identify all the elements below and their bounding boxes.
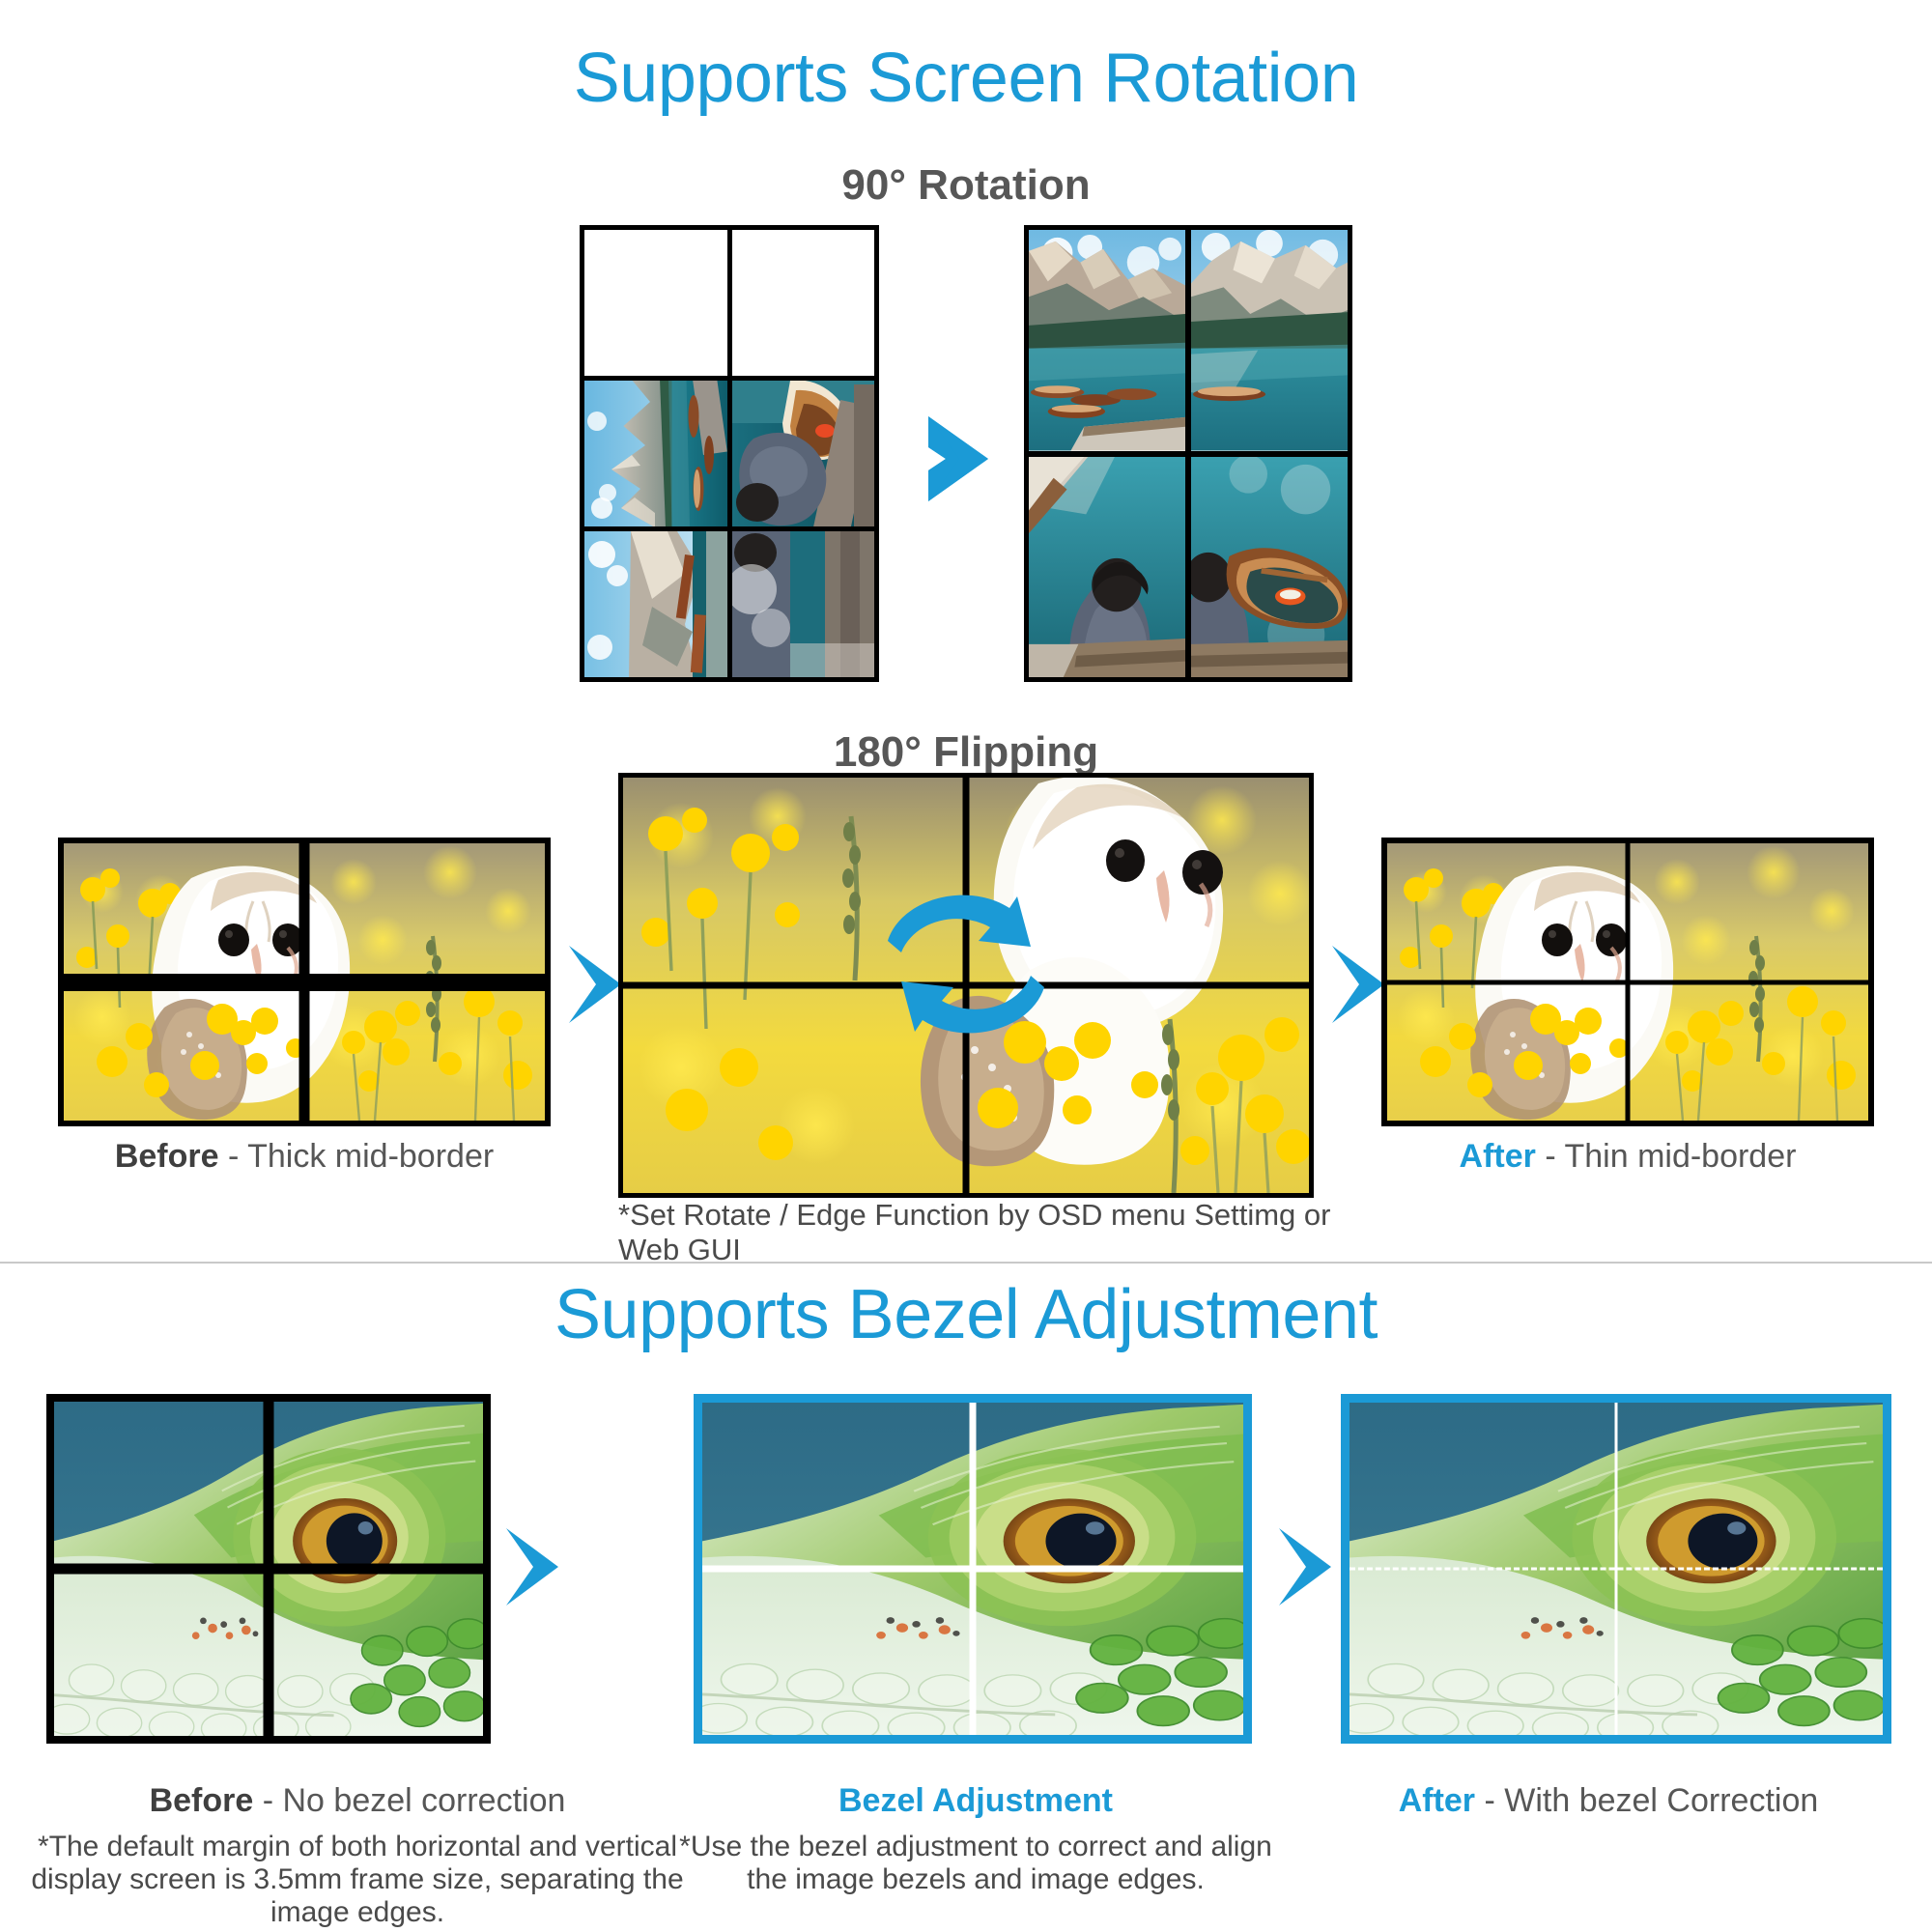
- chevron-right-icon: [928, 416, 988, 501]
- chevron-right-icon: [506, 1528, 558, 1605]
- caption-after-detail: - With bezel Correction: [1475, 1782, 1819, 1819]
- bezel-line-horizontal: [1387, 980, 1868, 984]
- wall-cell: [731, 531, 874, 677]
- bezel-line-horizontal: [702, 1565, 1243, 1573]
- caption-bezel-adjust: Bezel Adjustment: [667, 1782, 1285, 1819]
- arrow-bezel-1: [500, 1524, 593, 1614]
- bezel-line-horizontal: [54, 1563, 483, 1575]
- video-wall-lizard-before: [46, 1394, 491, 1744]
- wall-cell: [731, 230, 874, 376]
- footnote-osd-setting: *Set Rotate / Edge Function by OSD menu …: [618, 1198, 1331, 1266]
- arrow-bezel-2: [1273, 1524, 1366, 1614]
- caption-after-label: After: [1398, 1782, 1476, 1819]
- caption-after-detail: - Thin mid-border: [1535, 1138, 1797, 1175]
- page-title-bezel-adjustment: Supports Bezel Adjustment: [554, 1276, 1378, 1353]
- wall-cell: [584, 531, 727, 677]
- bezel-line-horizontal: [623, 981, 1309, 989]
- chevron-right-icon: [1279, 1528, 1331, 1605]
- arrow-flip-1: [563, 942, 656, 1032]
- note-bezel-adjust: *Use the bezel adjustment to correct and…: [679, 1831, 1272, 1896]
- wall-cell: [1029, 456, 1185, 677]
- bezel-line-horizontal: [64, 973, 545, 991]
- video-wall-lizard-after: [1341, 1394, 1891, 1744]
- wall-cell: [1191, 456, 1348, 677]
- caption-before-detail: - Thick mid-border: [218, 1138, 495, 1175]
- caption-before-label: Before: [114, 1138, 219, 1175]
- caption-owl-before: Before - Thick mid-border: [58, 1138, 551, 1175]
- wall-cell: [584, 381, 727, 526]
- lake-photo-tile: [1191, 230, 1348, 451]
- lake-photo-tile: [1029, 230, 1185, 451]
- bezel-line-horizontal-dashed: [1350, 1567, 1883, 1571]
- caption-before-detail: - No bezel correction: [253, 1782, 566, 1819]
- chevron-right-icon: [569, 946, 621, 1023]
- wall-cell: [1191, 230, 1348, 451]
- video-wall-90-before: [580, 225, 879, 682]
- lake-photo-tile: [1191, 456, 1348, 677]
- caption-before-label: Before: [149, 1782, 254, 1819]
- lake-photo-tile: [1029, 456, 1185, 677]
- caption-bezel-before: Before - No bezel correction: [29, 1782, 686, 1819]
- wall-cell: [1029, 230, 1185, 451]
- caption-bezel-after: After - With bezel Correction: [1304, 1782, 1913, 1819]
- video-wall-lizard-adjust: [694, 1394, 1252, 1744]
- arrow-90-rotation: [923, 411, 1029, 512]
- wall-cell: [731, 381, 874, 526]
- video-wall-owl-before: [58, 838, 551, 1126]
- caption-adjust-label: Bezel Adjustment: [838, 1782, 1113, 1819]
- video-wall-owl-after: [1381, 838, 1874, 1126]
- video-wall-owl-flipping: [618, 773, 1314, 1198]
- note-bezel-before: *The default margin of both horizontal a…: [31, 1831, 684, 1929]
- section-divider: [0, 1262, 1932, 1264]
- caption-owl-after: After - Thin mid-border: [1381, 1138, 1874, 1175]
- video-wall-90-after: [1024, 225, 1352, 682]
- chevron-right-icon: [1332, 946, 1384, 1023]
- subsection-title-180-flipping: 180° Flipping: [833, 728, 1099, 776]
- subsection-title-90-rotation: 90° Rotation: [841, 161, 1091, 209]
- caption-after-label: After: [1459, 1138, 1536, 1175]
- rotate-flip-icon: [888, 895, 1044, 1034]
- arrow-flip-2: [1326, 942, 1419, 1032]
- wall-cell: [584, 230, 727, 376]
- page-title-screen-rotation: Supports Screen Rotation: [573, 40, 1359, 117]
